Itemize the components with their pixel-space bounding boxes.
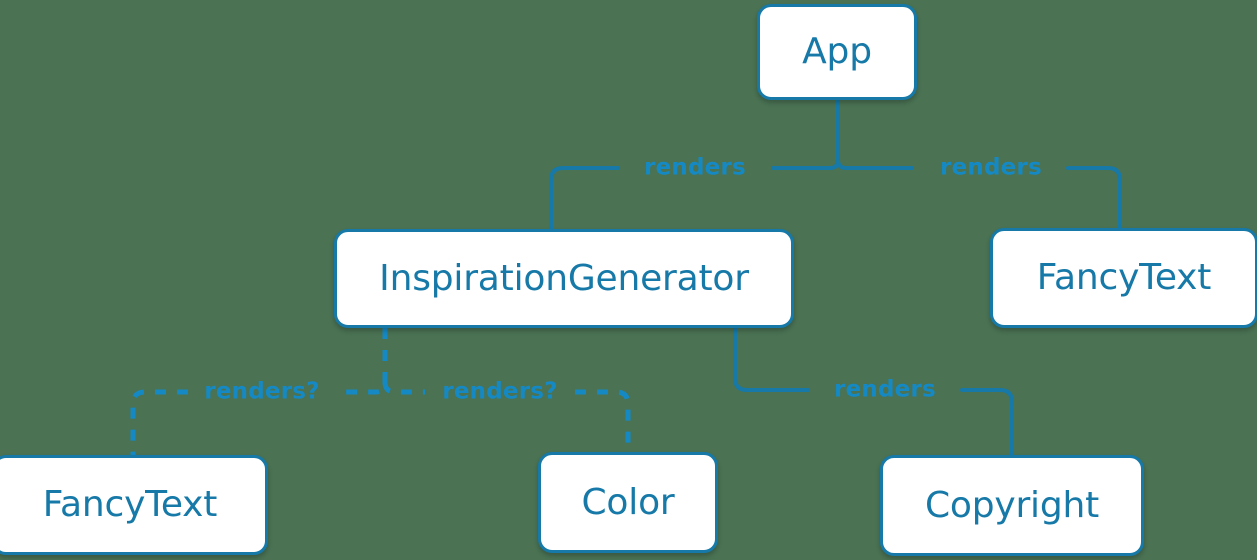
edge-label-app-to-fancytext-top: renders [940,154,1042,181]
node-inspiration-generator[interactable]: InspirationGenerator [334,229,794,328]
edge-label-inspiration-generator-to-copyright: renders [834,376,936,403]
edge-inspiration-generator-dashed-stem-right [382,381,425,395]
edge-app-stem [771,98,840,170]
edge-inspiration-generator-to-fancytext-bottom [130,389,188,455]
node-app[interactable]: App [757,4,917,100]
edge-label-inspiration-generator-to-color: renders? [442,378,558,405]
node-fancytext-bottom[interactable]: FancyText [0,455,268,555]
edge-inspiration-generator-dashed-stem [336,328,388,395]
node-copyright-label: Copyright [924,484,1100,526]
node-color-label: Color [581,481,675,523]
node-fancytext-bottom-label: FancyText [42,484,218,525]
node-app-label: App [802,31,872,72]
edge-inspiration-generator-to-color [575,389,631,452]
edge-label-inspiration-generator-to-fancytext-bottom: renders? [204,378,320,405]
edge-copyright-drop [960,388,1014,457]
edge-inspiration-generator-to-copyright [733,326,810,392]
node-fancytext-top-label: FancyText [1036,257,1212,298]
edge-label-app-to-inspiration-generator: renders [644,154,746,181]
node-fancytext-top[interactable]: FancyText [990,228,1257,328]
node-copyright[interactable]: Copyright [880,455,1144,556]
edge-app-to-inspiration-generator [549,166,620,231]
node-color[interactable]: Color [538,452,718,553]
node-inspiration-generator-label: InspirationGenerator [379,257,749,299]
edge-app-stem-right [836,158,914,170]
edge-app-to-fancytext-top [1066,166,1122,230]
